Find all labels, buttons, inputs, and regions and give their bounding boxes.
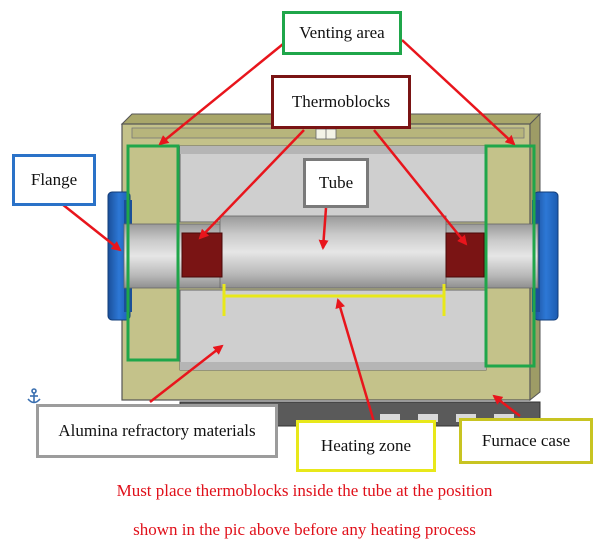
label-venting-area: Venting area bbox=[282, 11, 402, 55]
warning-line-1: Must place thermoblocks inside the tube … bbox=[116, 481, 493, 500]
heating-zone-text: Heating zone bbox=[320, 436, 412, 455]
flange-text: Flange bbox=[30, 170, 78, 189]
thermoblocks-text: Thermoblocks bbox=[291, 92, 391, 111]
furnace-case-text: Furnace case bbox=[481, 431, 571, 450]
label-furnace-case: Furnace case bbox=[459, 418, 593, 464]
venting-area-text: Venting area bbox=[299, 23, 385, 42]
thermoblock-right bbox=[445, 232, 485, 278]
callout-arrows bbox=[61, 39, 521, 423]
heating-zone-bracket bbox=[222, 284, 446, 316]
warning-line-2: shown in the pic above before any heatin… bbox=[133, 520, 476, 539]
label-heating-zone: Heating zone bbox=[296, 420, 436, 472]
anchor-icon bbox=[27, 388, 41, 404]
alumina-text: Alumina refractory materials bbox=[58, 421, 256, 440]
venting-area-left bbox=[126, 144, 180, 362]
thermoblock-left bbox=[181, 232, 223, 278]
label-tube: Tube bbox=[303, 158, 369, 208]
label-alumina: Alumina refractory materials bbox=[36, 404, 278, 458]
alumina-refractory bbox=[179, 145, 487, 371]
tube-text: Tube bbox=[318, 173, 354, 192]
venting-area-right bbox=[484, 144, 536, 368]
label-flange: Flange bbox=[12, 154, 96, 206]
label-thermoblocks: Thermoblocks bbox=[271, 75, 411, 129]
